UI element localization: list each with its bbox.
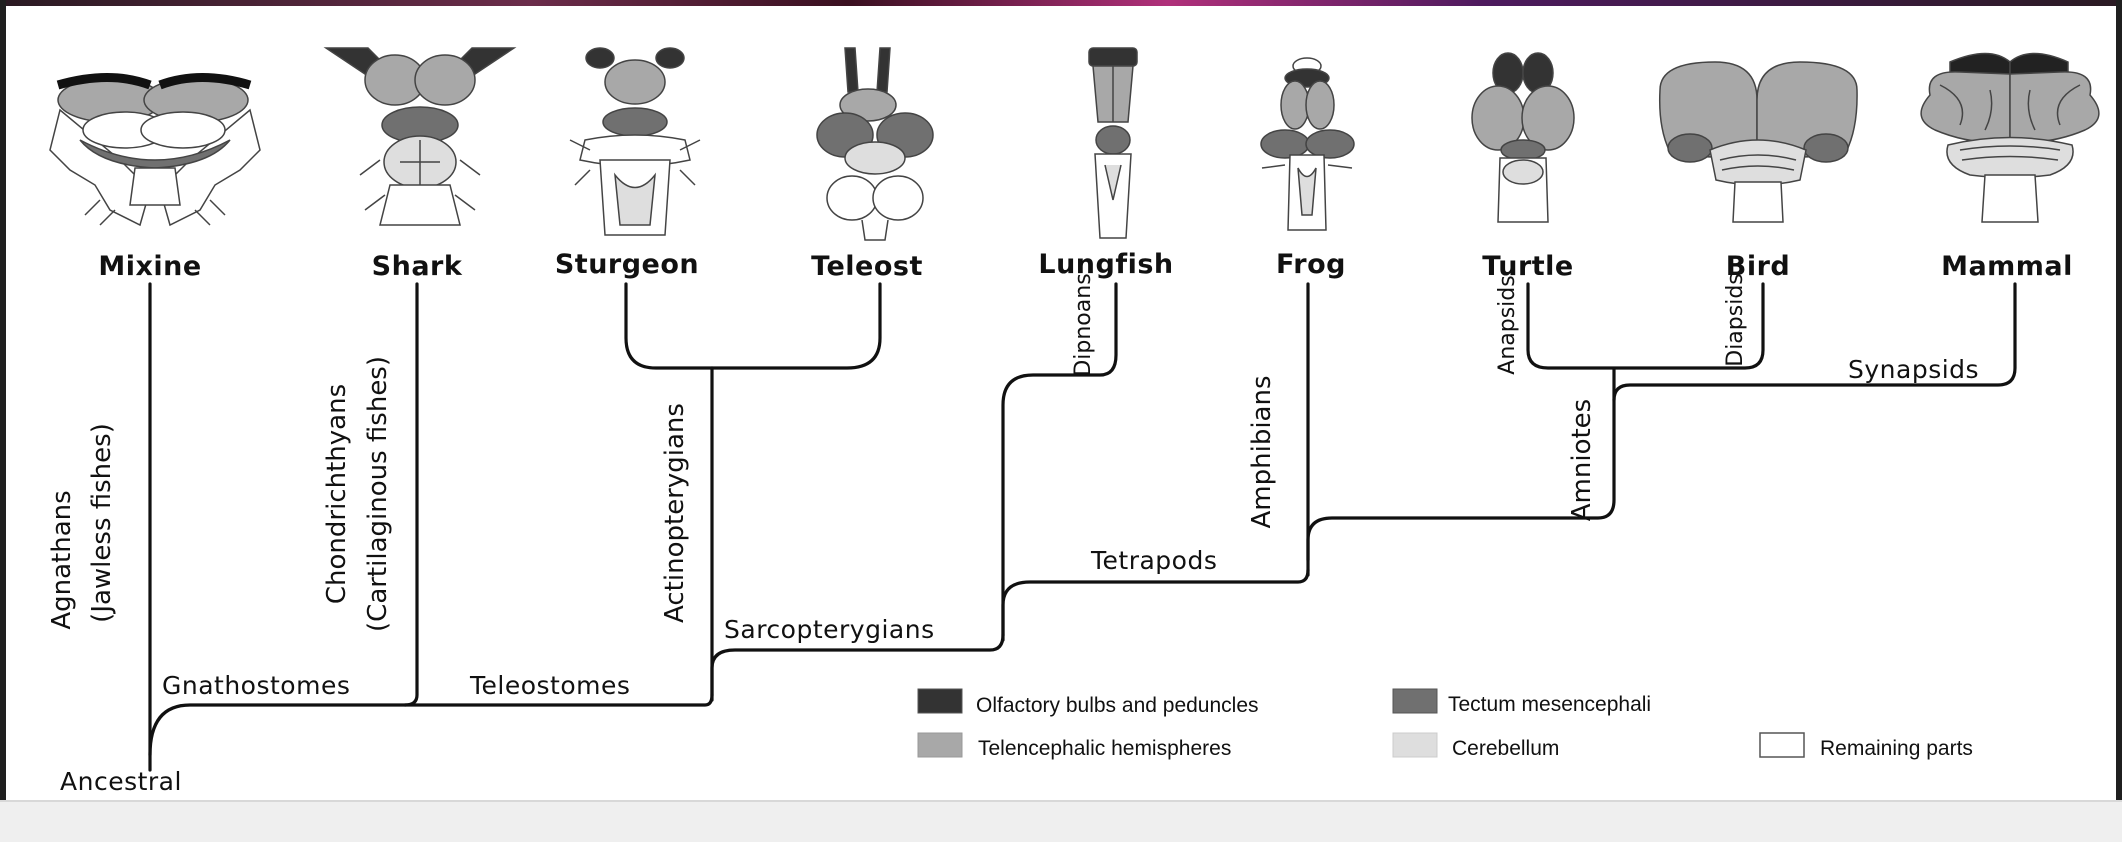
mammal-brain-icon xyxy=(1921,54,2099,223)
legend-label-tectum: Tectum mesencephali xyxy=(1448,693,1651,716)
sturgeon-brain-icon xyxy=(570,48,700,235)
clade-chondrichthyans-sub: (Cartilaginous fishes) xyxy=(363,356,393,632)
taxon-teleost: Teleost xyxy=(811,251,923,282)
legend: Olfactory bulbs and peduncles Tectum mes… xyxy=(918,689,1973,760)
window-bottom-bar xyxy=(0,800,2122,842)
legend-item-tectum: Tectum mesencephali xyxy=(1393,689,1651,716)
brain-illustrations xyxy=(50,48,2099,240)
clade-teleostomes: Teleostomes xyxy=(469,671,630,700)
clade-dipnoans: Dipnoans xyxy=(1071,273,1096,376)
legend-item-olfactory: Olfactory bulbs and peduncles xyxy=(918,689,1259,717)
legend-swatch-cerebellum xyxy=(1393,733,1437,757)
branch-shark xyxy=(405,284,417,705)
clade-gnathostomes: Gnathostomes xyxy=(162,671,350,700)
clade-root: Ancestral xyxy=(60,767,182,796)
legend-swatch-olfactory xyxy=(918,689,962,713)
clade-sarcopterygians: Sarcopterygians xyxy=(724,615,935,644)
legend-swatch-remaining xyxy=(1760,733,1804,757)
brain-evolution-cladogram: Mixine Shark Sturgeon Teleost Lungfish F… xyxy=(0,0,2122,800)
legend-swatch-telencephalon xyxy=(918,733,962,757)
legend-item-remaining: Remaining parts xyxy=(1760,733,1973,760)
mixine-brain-icon xyxy=(50,78,260,226)
lungfish-brain-icon xyxy=(1089,48,1137,238)
branch-sturgeon-teleost xyxy=(626,284,880,368)
legend-swatch-tectum xyxy=(1393,689,1437,713)
clade-agnathans: Agnathans xyxy=(47,490,77,629)
legend-item-telencephalon: Telencephalic hemispheres xyxy=(918,733,1231,760)
branch-gnathostomes xyxy=(150,695,712,755)
clade-diapsids: Diapsids xyxy=(1723,273,1748,367)
clade-actinopterygians: Actinopterygians xyxy=(660,403,690,623)
clade-agnathans-sub: (Jawless fishes) xyxy=(87,423,117,623)
bird-brain-icon xyxy=(1660,62,1857,222)
clade-amniotes: Amniotes xyxy=(1567,399,1597,521)
teleost-brain-icon xyxy=(817,48,933,240)
taxon-frog: Frog xyxy=(1276,249,1346,280)
legend-label-cerebellum: Cerebellum xyxy=(1452,737,1559,760)
legend-label-olfactory: Olfactory bulbs and peduncles xyxy=(976,694,1259,717)
turtle-brain-icon xyxy=(1472,53,1574,222)
clade-synapsids: Synapsids xyxy=(1848,355,1979,384)
taxon-mammal: Mammal xyxy=(1941,251,2073,282)
clade-amphibians: Amphibians xyxy=(1247,375,1277,528)
legend-label-remaining: Remaining parts xyxy=(1820,737,1973,760)
clade-tetrapods: Tetrapods xyxy=(1090,546,1217,575)
clade-labels: Agnathans (Jawless fishes) Chondrichthya… xyxy=(47,273,1979,796)
taxon-shark: Shark xyxy=(372,251,463,282)
taxon-sturgeon: Sturgeon xyxy=(555,249,699,280)
taxon-mixine: Mixine xyxy=(98,251,201,282)
legend-label-telencephalon: Telencephalic hemispheres xyxy=(978,737,1231,760)
shark-brain-icon xyxy=(326,48,514,225)
clade-chondrichthyans: Chondrichthyans xyxy=(322,384,352,604)
legend-item-cerebellum: Cerebellum xyxy=(1393,733,1559,760)
frog-brain-icon xyxy=(1261,58,1354,230)
clade-anapsids: Anapsids xyxy=(1495,275,1520,374)
taxon-lungfish: Lungfish xyxy=(1038,249,1173,280)
branch-tetrapods xyxy=(1003,570,1308,640)
